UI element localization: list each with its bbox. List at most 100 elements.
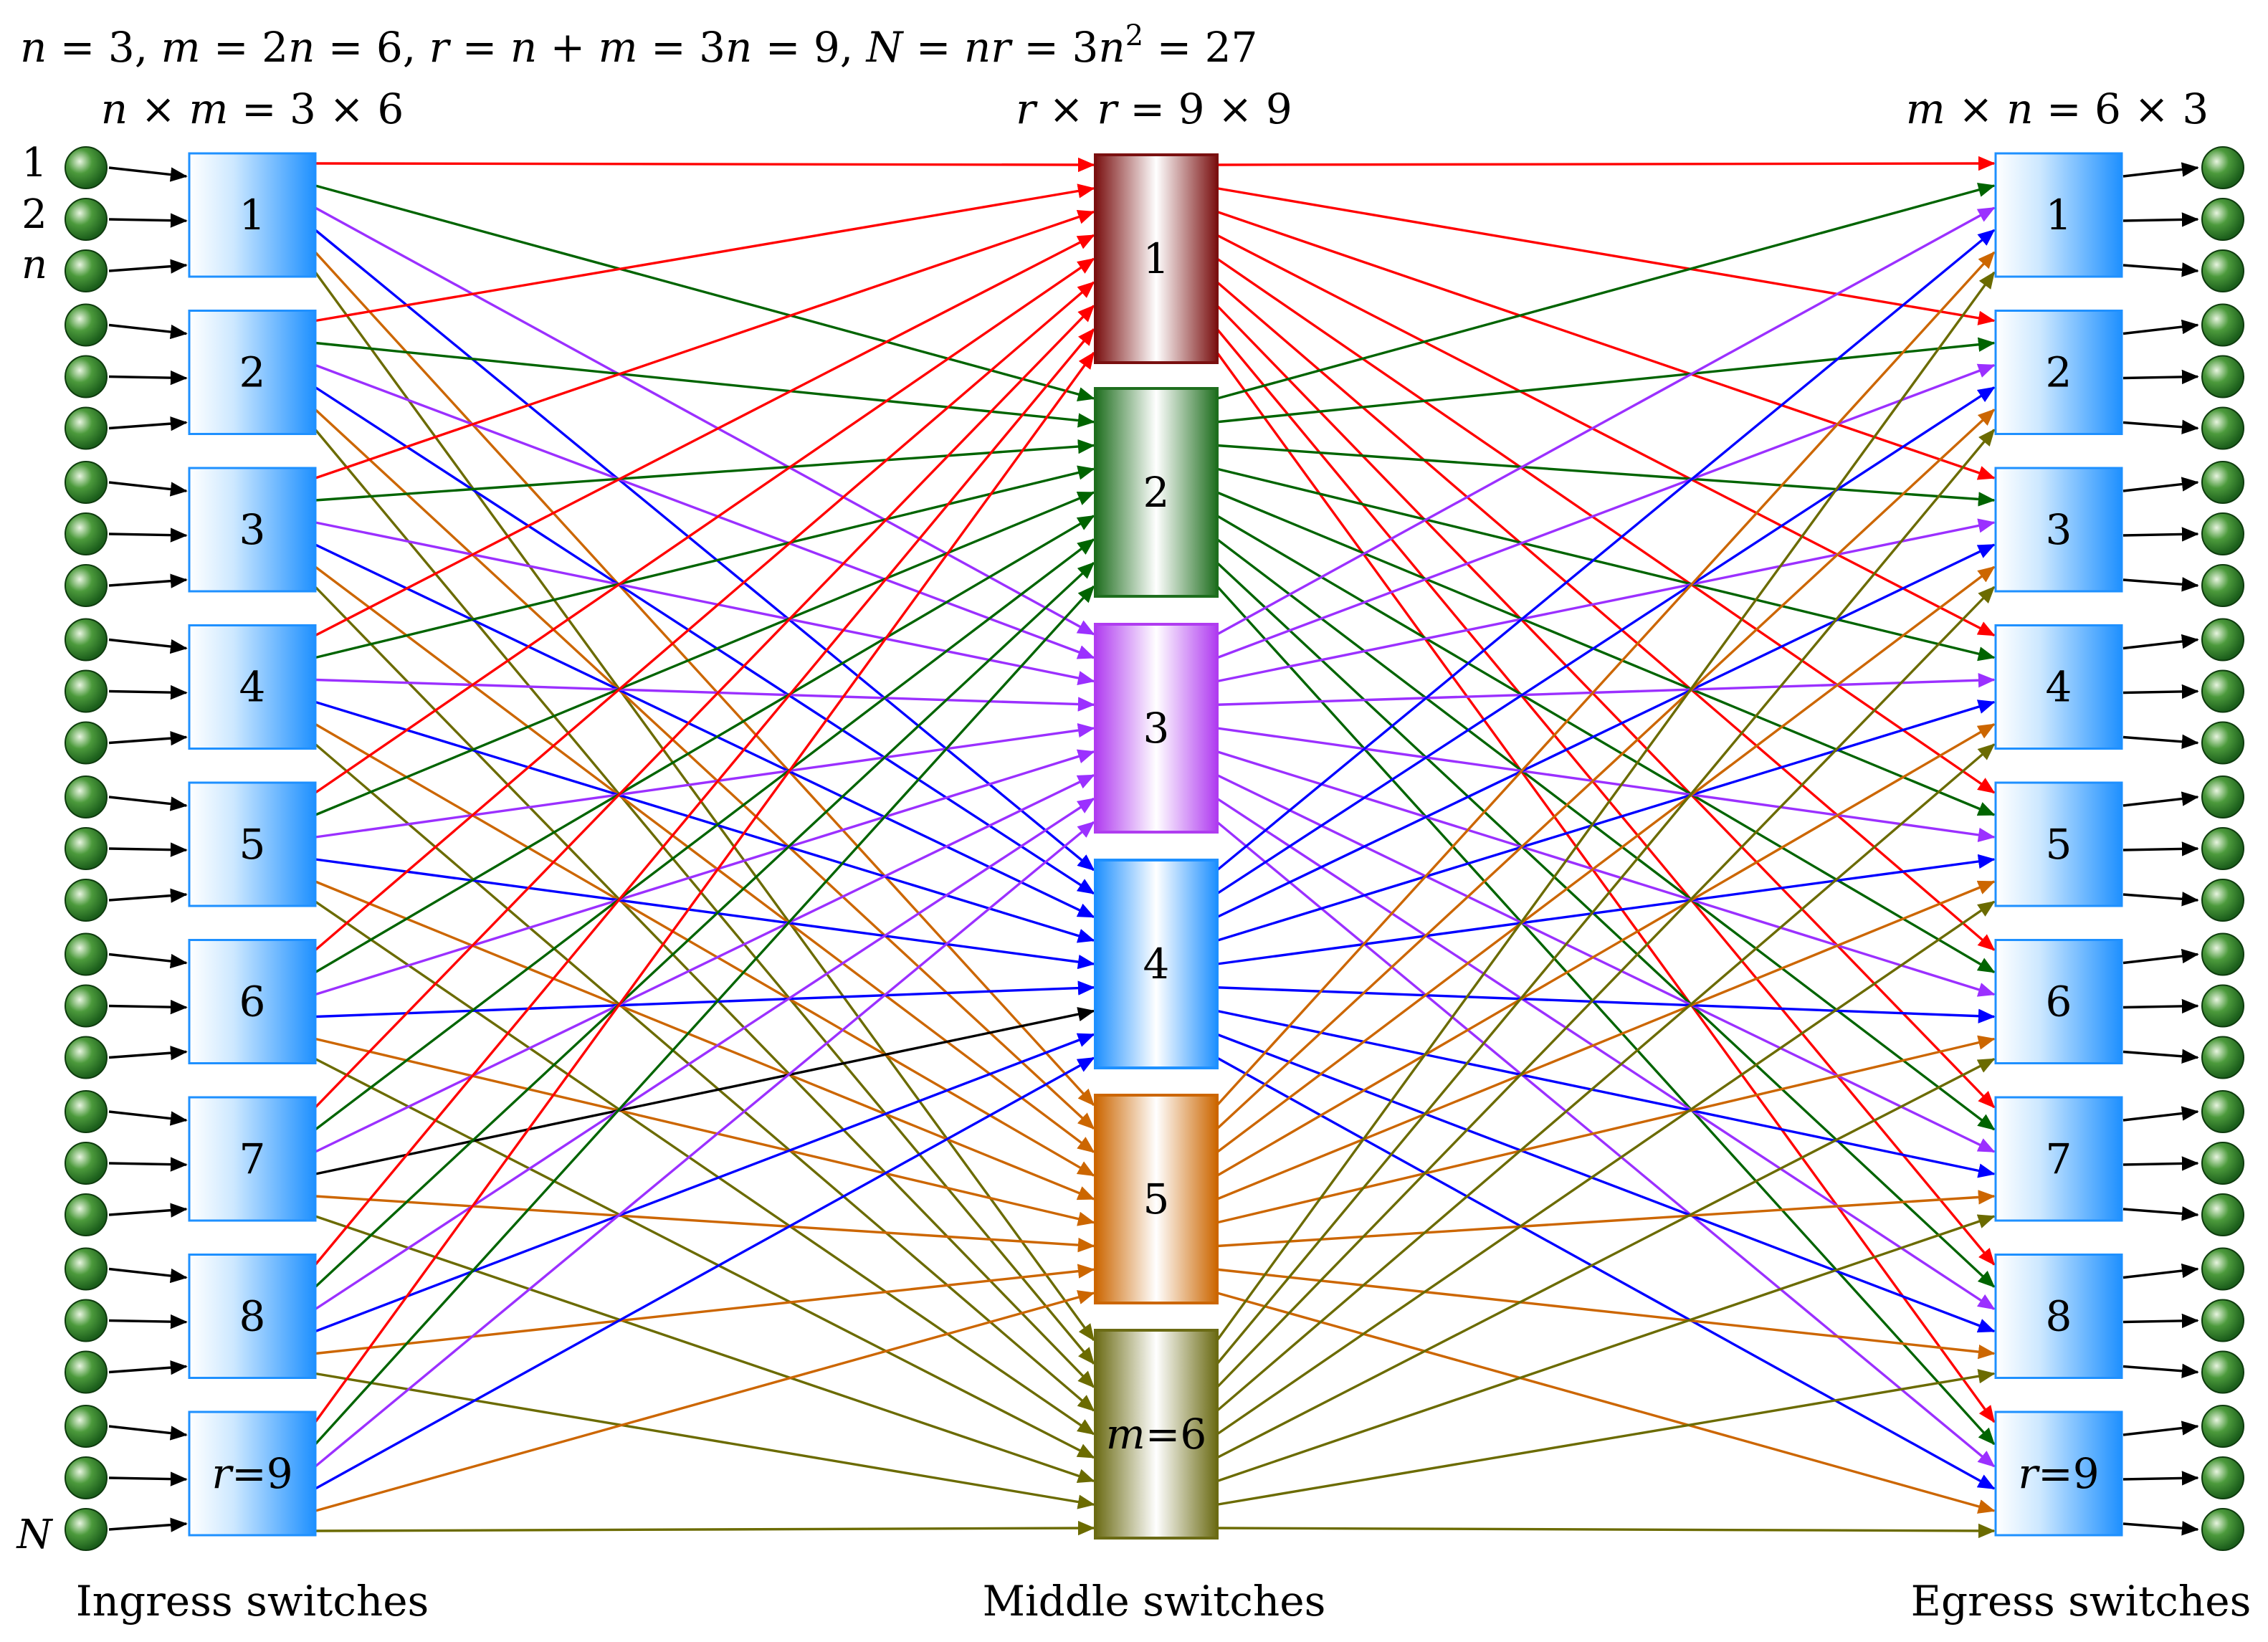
output-link xyxy=(2122,1363,2199,1378)
output-node xyxy=(2201,618,2244,662)
link-ingress-9-middle-5 xyxy=(315,1290,1095,1512)
link-ingress-6-middle-6 xyxy=(315,1057,1095,1459)
link-middle-1-egress-1 xyxy=(1216,156,1996,171)
input-node xyxy=(65,461,108,504)
input-node xyxy=(65,355,108,398)
input-link xyxy=(108,416,188,431)
link-ingress-1-middle-4 xyxy=(314,229,1095,872)
output-node xyxy=(2201,1456,2244,1499)
output-link xyxy=(2122,841,2199,856)
ingress-switch-2 xyxy=(188,310,317,435)
input-link xyxy=(108,638,188,654)
input-node xyxy=(65,303,108,347)
middle-caption: Middle switches xyxy=(983,1577,1326,1626)
link-middle-5-egress-1 xyxy=(1216,251,1996,1107)
output-node xyxy=(2201,198,2244,241)
link-middle-5-egress-9 xyxy=(1216,1292,1996,1514)
output-node xyxy=(2201,303,2244,347)
output-link xyxy=(2122,162,2199,178)
middle-switch-label: m=6 xyxy=(1106,1410,1207,1459)
egress-switch-8 xyxy=(1994,1254,2123,1379)
egress-switch-label: 6 xyxy=(2046,978,2072,1026)
output-link xyxy=(2122,319,2199,335)
output-node xyxy=(2201,827,2244,870)
link-middle-6-egress-2 xyxy=(1216,429,1996,1365)
link-middle-5-egress-3 xyxy=(1216,565,1996,1153)
input-node xyxy=(65,1142,108,1185)
output-node xyxy=(2201,669,2244,713)
link-ingress-5-middle-3 xyxy=(315,722,1095,839)
link-ingress-6-middle-3 xyxy=(315,749,1095,996)
ingress-switch-label: 7 xyxy=(239,1135,266,1183)
output-link xyxy=(2122,369,2199,385)
link-ingress-5-middle-1 xyxy=(315,257,1095,794)
link-ingress-5-middle-6 xyxy=(315,900,1095,1436)
middle-dimension-label: r × r = 9 × 9 xyxy=(1016,85,1292,133)
link-ingress-7-middle-5 xyxy=(315,1195,1095,1253)
link-ingress-1-middle-3 xyxy=(315,206,1095,636)
output-node xyxy=(2201,406,2244,450)
output-node xyxy=(2201,1193,2244,1236)
link-ingress-7-middle-6 xyxy=(315,1215,1095,1484)
input-label-1: 1 xyxy=(22,140,47,186)
link-ingress-3-middle-4 xyxy=(315,543,1095,919)
link-middle-3-egress-9 xyxy=(1216,821,1996,1468)
link-ingress-7-middle-3 xyxy=(315,773,1095,1153)
link-ingress-2-middle-5 xyxy=(314,409,1095,1130)
output-node xyxy=(2201,1405,2244,1448)
link-middle-2-egress-5 xyxy=(1216,491,1996,816)
link-middle-3-egress-2 xyxy=(1216,363,1996,659)
link-middle-6-egress-9 xyxy=(1216,1523,1996,1539)
link-ingress-1-middle-6 xyxy=(314,271,1095,1342)
output-link xyxy=(2122,212,2199,227)
input-link xyxy=(108,323,188,340)
link-ingress-6-middle-5 xyxy=(315,1037,1095,1226)
link-middle-5-egress-2 xyxy=(1216,409,1996,1130)
input-link xyxy=(108,1157,188,1172)
link-middle-5-egress-4 xyxy=(1216,723,1996,1177)
link-middle-1-egress-5 xyxy=(1216,257,1996,794)
output-link xyxy=(2122,1421,2199,1436)
input-link xyxy=(108,213,188,228)
link-ingress-8-middle-1 xyxy=(314,328,1095,1266)
input-node xyxy=(65,564,108,607)
link-middle-2-egress-3 xyxy=(1216,444,1996,507)
link-middle-6-egress-7 xyxy=(1216,1214,1996,1483)
input-link xyxy=(108,573,188,588)
link-middle-2-egress-1 xyxy=(1216,183,1996,400)
link-ingress-3-middle-1 xyxy=(315,210,1095,479)
middle-switch-4 xyxy=(1094,859,1219,1069)
link-ingress-8-middle-5 xyxy=(315,1264,1095,1355)
output-link xyxy=(2122,1263,2199,1279)
link-middle-4-egress-2 xyxy=(1216,386,1996,895)
middle-switch-1 xyxy=(1094,153,1219,364)
link-ingress-1-middle-5 xyxy=(314,251,1095,1107)
link-middle-4-egress-8 xyxy=(1216,1033,1996,1333)
ingress-switch-9 xyxy=(188,1411,317,1537)
input-node xyxy=(65,618,108,662)
middle-switch-3 xyxy=(1094,623,1219,834)
link-ingress-8-middle-4 xyxy=(315,1033,1095,1333)
link-middle-2-egress-4 xyxy=(1216,467,1996,662)
output-link xyxy=(2122,998,2199,1014)
input-node xyxy=(65,1090,108,1133)
input-node xyxy=(65,1247,108,1291)
output-link xyxy=(2122,419,2199,434)
input-link xyxy=(108,1045,188,1061)
output-node xyxy=(2201,512,2244,555)
link-middle-6-egress-1 xyxy=(1216,271,1996,1342)
link-ingress-5-middle-2 xyxy=(315,491,1095,816)
output-link xyxy=(2122,791,2199,807)
link-middle-4-egress-9 xyxy=(1216,1056,1996,1490)
link-middle-2-egress-2 xyxy=(1216,337,1996,424)
output-link xyxy=(2122,1049,2199,1064)
output-node xyxy=(2201,721,2244,765)
link-ingress-7-middle-1 xyxy=(314,305,1095,1109)
input-link xyxy=(108,1267,188,1284)
egress-caption: Egress switches xyxy=(1911,1577,2252,1626)
link-ingress-3-middle-6 xyxy=(314,586,1095,1388)
input-link xyxy=(108,259,188,274)
input-node xyxy=(65,1456,108,1499)
output-node xyxy=(2201,1036,2244,1079)
middle-switch-label: 1 xyxy=(1143,234,1170,283)
